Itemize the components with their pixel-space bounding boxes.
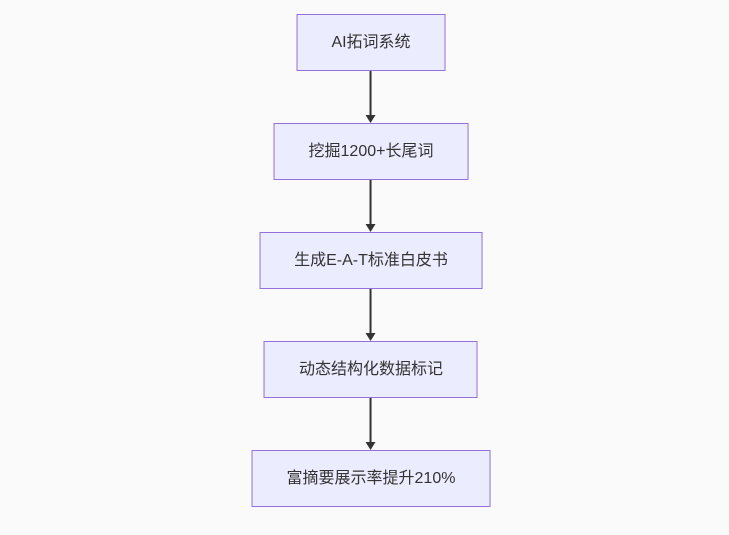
flow-node-label: 生成E-A-T标准白皮书 xyxy=(294,251,448,269)
flow-node-label: 动态结构化数据标记 xyxy=(298,360,443,378)
flowchart: AI拓词系统 挖掘1200+长尾词 生成E-A-T标准白皮书 动态结构化数据标记 xyxy=(251,14,491,507)
arrowhead-down-icon xyxy=(366,442,376,450)
arrowhead-down-icon xyxy=(366,224,376,232)
arrow-line xyxy=(370,289,372,333)
flow-node-longtail-mining: 挖掘1200+长尾词 xyxy=(273,123,469,180)
flow-node-label: AI拓词系统 xyxy=(331,33,411,51)
flow-node-structured-data-markup: 动态结构化数据标记 xyxy=(263,341,478,398)
flow-node-label: 富摘要展示率提升210% xyxy=(286,469,456,487)
flow-node-ai-keyword-system: AI拓词系统 xyxy=(296,14,446,71)
flow-node-eat-whitepaper: 生成E-A-T标准白皮书 xyxy=(259,232,483,289)
flow-arrow xyxy=(366,180,376,232)
flow-arrow xyxy=(366,289,376,341)
flow-node-label: 挖掘1200+长尾词 xyxy=(308,142,434,160)
arrow-line xyxy=(370,71,372,115)
flow-node-rich-snippet-rate: 富摘要展示率提升210% xyxy=(251,450,491,507)
arrowhead-down-icon xyxy=(366,333,376,341)
flow-arrow xyxy=(366,71,376,123)
arrowhead-down-icon xyxy=(366,115,376,123)
arrow-line xyxy=(370,398,372,442)
flow-arrow xyxy=(366,398,376,450)
arrow-line xyxy=(370,180,372,224)
